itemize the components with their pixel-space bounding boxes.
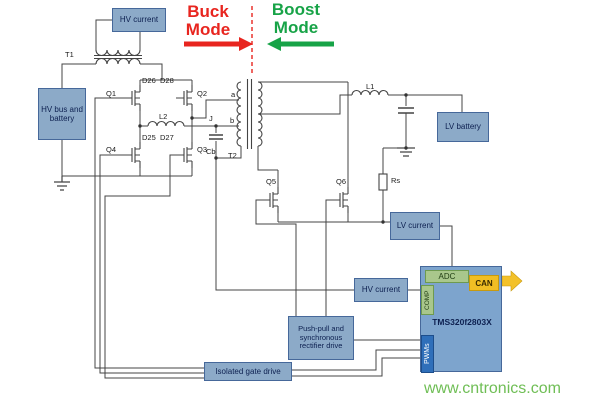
label-t2: T2 (228, 151, 237, 160)
mosfet-q3 (175, 141, 193, 169)
mosfet-q2 (175, 84, 193, 112)
label-d27: D27 (160, 133, 174, 142)
mcu-adc-strip: ADC (425, 270, 469, 283)
label-cb: Cb (206, 147, 216, 156)
cb-capacitor (209, 134, 223, 140)
hv-ground-icon (54, 176, 70, 191)
mcu-pwms-strip: PWMs (421, 335, 434, 373)
push-pull-drive-box: Push-pull and synchronous rectifier driv… (288, 316, 354, 360)
buck-arrow-icon (184, 37, 253, 51)
circuit-wires (61, 19, 463, 379)
label-t1: T1 (65, 50, 74, 59)
label-d25: D25 (142, 133, 156, 142)
label-q2: Q2 (197, 89, 207, 98)
hv-current-top-box: HV current (112, 8, 166, 32)
mcu-block: ADC CAN COMP TMS320f2803X PWMs (420, 266, 502, 373)
boost-mode-label: Boost Mode (271, 0, 321, 37)
mosfet-q5 (261, 186, 279, 214)
l2-inductor (147, 120, 185, 127)
output-capacitor (398, 107, 414, 114)
l1-inductor (351, 89, 389, 96)
watermark-text: www.cntronics.com (424, 380, 561, 397)
rs-resistor (378, 173, 388, 191)
hv-bus-battery-box: HV bus and battery (38, 88, 86, 140)
label-q4: Q4 (106, 145, 116, 154)
isolated-gate-drive-box: Isolated gate drive (204, 362, 292, 381)
label-a: a (231, 90, 236, 99)
label-q5: Q5 (266, 177, 276, 186)
label-j: J (209, 114, 213, 123)
boost-arrow-icon (267, 37, 334, 51)
label-l2: L2 (159, 112, 167, 121)
mosfet-q1 (123, 84, 141, 112)
label-b: b (230, 116, 234, 125)
label-q3: Q3 (197, 145, 207, 154)
lv-current-box: LV current (390, 212, 440, 240)
can-arrow-icon (501, 270, 523, 292)
mosfet-q6 (331, 186, 349, 214)
label-q1: Q1 (106, 89, 116, 98)
lv-battery-box: LV battery (437, 112, 489, 142)
label-q6: Q6 (336, 177, 346, 186)
label-d28: D28 (160, 76, 174, 85)
label-l1: L1 (366, 82, 374, 91)
hv-current-bottom-box: HV current (354, 278, 408, 302)
mcu-comp-strip: COMP (421, 285, 434, 315)
label-d26: D26 (142, 76, 156, 85)
mosfet-q4 (123, 141, 141, 169)
mcu-can-box: CAN (469, 275, 499, 291)
t1-transformer (94, 49, 142, 65)
label-rs: Rs (391, 176, 400, 185)
buck-mode-label: Buck Mode (185, 2, 231, 39)
t2-transformer (236, 79, 263, 149)
mcu-name-label: TMS320f2803X (432, 317, 492, 327)
junction-dots (138, 93, 408, 224)
